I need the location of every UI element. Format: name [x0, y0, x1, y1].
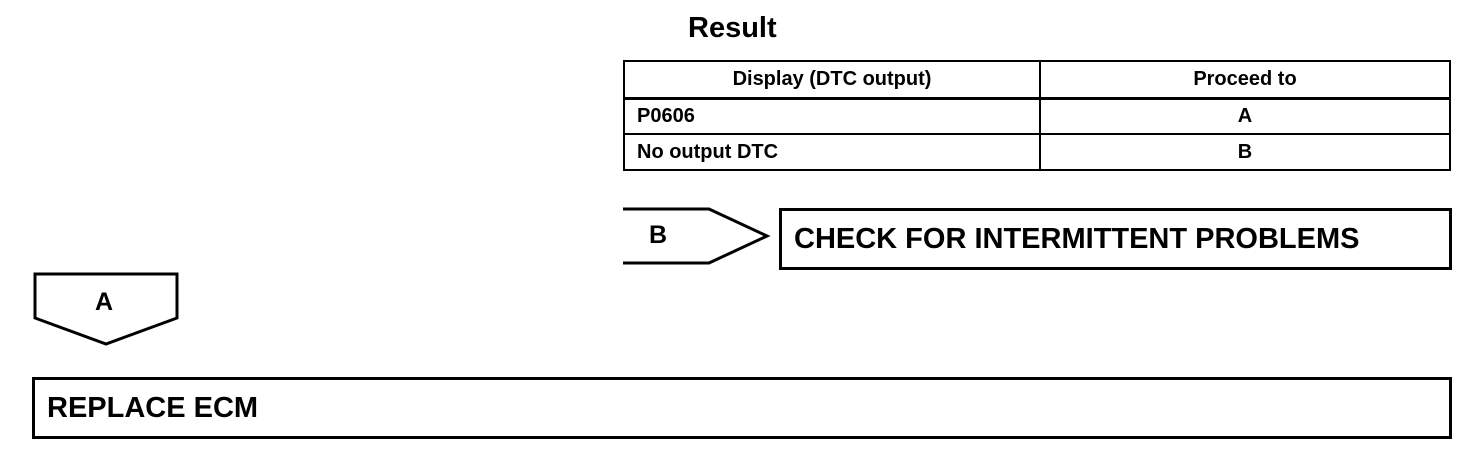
- arrow-right-icon: [623, 207, 771, 265]
- branch-a-action-box: REPLACE ECM: [32, 377, 1452, 439]
- column-header-proceed-to: Proceed to: [1039, 60, 1451, 100]
- result-table: Display (DTC output) Proceed to P0606 A …: [623, 60, 1451, 171]
- branch-b-label: B: [649, 221, 668, 249]
- branch-b-action-box: CHECK FOR INTERMITTENT PROBLEMS: [779, 208, 1452, 270]
- table-row: No output DTC B: [623, 133, 1451, 171]
- branch-b-action-text: CHECK FOR INTERMITTENT PROBLEMS: [794, 222, 1360, 255]
- proceed-to-cell: A: [1039, 97, 1451, 135]
- display-cell: P0606: [623, 97, 1041, 135]
- column-header-display: Display (DTC output): [623, 60, 1041, 100]
- table-row: P0606 A: [623, 97, 1451, 135]
- arrow-down-icon: [33, 272, 179, 346]
- branch-a-arrow: A: [33, 272, 179, 346]
- branch-a-label: A: [95, 288, 114, 316]
- result-title: Result: [688, 12, 777, 44]
- proceed-to-cell: B: [1039, 133, 1451, 171]
- branch-a-action-text: REPLACE ECM: [47, 391, 259, 424]
- display-cell: No output DTC: [623, 133, 1041, 171]
- table-header-row: Display (DTC output) Proceed to: [623, 60, 1451, 100]
- branch-b-arrow: B: [623, 207, 773, 265]
